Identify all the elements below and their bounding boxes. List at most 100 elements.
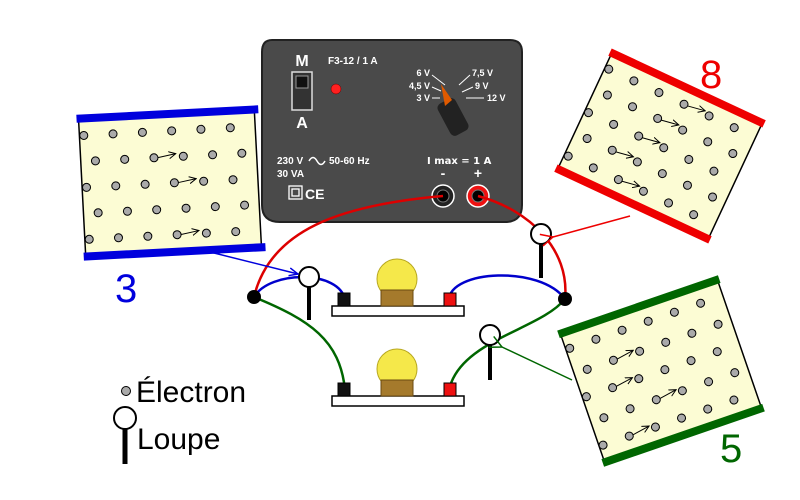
- electron-motion-arrow: [661, 117, 679, 127]
- electron-dot: [111, 181, 121, 191]
- arrow-green: [502, 347, 573, 381]
- electron-dot: [108, 129, 118, 139]
- electron-dot: [582, 134, 592, 144]
- electron-dot: [599, 413, 609, 423]
- electron-dot: [703, 404, 713, 414]
- electron-dot: [237, 148, 247, 158]
- electron-dot: [661, 337, 671, 347]
- electron-motion-arrow: [178, 179, 196, 183]
- electron-dot: [625, 404, 635, 414]
- mains-frequency: 50-60 Hz: [329, 156, 370, 167]
- electron-dot: [638, 186, 648, 196]
- electron-motion-arrow: [157, 154, 176, 158]
- zoom-panel-green: [557, 275, 765, 467]
- arrow-blue: [209, 251, 298, 274]
- electron-dot: [79, 130, 89, 140]
- electron-dot: [583, 108, 593, 118]
- electron-dot: [709, 166, 719, 176]
- electron-dot: [729, 123, 739, 133]
- electron-dot: [650, 422, 660, 432]
- arrow-red: [553, 215, 631, 237]
- electron-dot: [210, 202, 220, 212]
- power-supply: M A F3-12 / 1 A 3 V 4,5 V 6 V 7,5 V 9 V …: [261, 39, 523, 223]
- electron-dot: [228, 175, 238, 185]
- switch-label-m: M: [295, 53, 308, 70]
- electron-dot: [588, 163, 598, 173]
- electron-dot: [704, 377, 714, 387]
- electron-dot: [582, 364, 592, 374]
- voltage-label-3: 3 V: [416, 93, 430, 103]
- legend: Électron Loupe: [113, 376, 246, 464]
- ce-mark: CE: [305, 186, 324, 202]
- electron-dot: [684, 154, 694, 164]
- lamp-bottom: [331, 348, 465, 407]
- electron-dot: [84, 234, 94, 244]
- electron-dot: [687, 328, 697, 338]
- electron-motion-arrow: [642, 135, 660, 145]
- electron-motion-arrow: [616, 350, 634, 360]
- power-led: [330, 83, 342, 95]
- electron-motion-arrow: [621, 179, 640, 189]
- electron-dot: [664, 198, 674, 208]
- loupe-red: [530, 223, 552, 278]
- zoom-panel-blue: [76, 105, 266, 261]
- electron-dot: [581, 392, 591, 402]
- wire-blue-right: [447, 274, 567, 301]
- voltage-label-9: 9 V: [475, 81, 489, 91]
- electron-dot: [113, 233, 123, 243]
- electron-dot: [660, 365, 670, 375]
- junction-right: [558, 292, 572, 306]
- electron-dot: [152, 205, 162, 215]
- legend-loupe: Loupe: [137, 423, 220, 456]
- electron-dot: [629, 76, 639, 86]
- electron-dot: [657, 169, 667, 179]
- electron-dot: [696, 298, 706, 308]
- electron-legend-icon: [121, 386, 131, 396]
- legend-electron: Électron: [136, 376, 246, 409]
- wire-green-right: [447, 298, 566, 391]
- electron-dot: [682, 180, 692, 190]
- mains-voltage: 230 V: [277, 156, 303, 167]
- electron-dot: [678, 125, 688, 135]
- electron-dot: [628, 102, 638, 112]
- imax-label: I max = 1 A: [427, 156, 492, 167]
- electron-dot: [169, 178, 179, 188]
- voltage-label-4-5: 4,5 V: [409, 81, 430, 91]
- electron-dot: [686, 356, 696, 366]
- electron-dot: [172, 230, 182, 240]
- wire-green-left: [253, 295, 347, 391]
- electron-dot: [703, 137, 713, 147]
- electron-dot: [149, 153, 159, 163]
- electron-dot: [225, 123, 235, 133]
- electron-dot: [604, 64, 614, 74]
- electron-dot: [208, 150, 218, 160]
- electron-dot: [143, 231, 153, 241]
- electron-dot: [677, 386, 687, 396]
- model-label: F3-12 / 1 A: [328, 56, 378, 67]
- electron-dot: [82, 182, 92, 192]
- electron-dot: [677, 413, 687, 423]
- zoom-label-blue: 3: [115, 267, 137, 311]
- junction-left: [247, 290, 261, 304]
- electron-dot: [167, 126, 177, 136]
- electron-dot: [196, 124, 206, 134]
- zoom-panel-red: [554, 48, 766, 244]
- voltage-selector[interactable]: [431, 74, 484, 138]
- electron-dot: [617, 325, 627, 335]
- electron-dot: [137, 127, 147, 137]
- electron-dot: [93, 208, 103, 218]
- electron-motion-arrow: [659, 390, 677, 399]
- electron-dot: [728, 148, 738, 158]
- electron-dot: [713, 319, 723, 329]
- plus-label: +: [474, 165, 482, 181]
- electron-dot: [602, 90, 612, 100]
- electron-dot: [199, 176, 209, 186]
- electron-dot: [598, 440, 608, 450]
- electron-dot: [712, 347, 722, 357]
- electron-motion-arrow: [616, 378, 633, 387]
- electron-dot: [231, 227, 241, 237]
- voltage-label-12: 12 V: [487, 93, 506, 103]
- electron-dot: [565, 343, 575, 353]
- electron-dot: [181, 203, 191, 213]
